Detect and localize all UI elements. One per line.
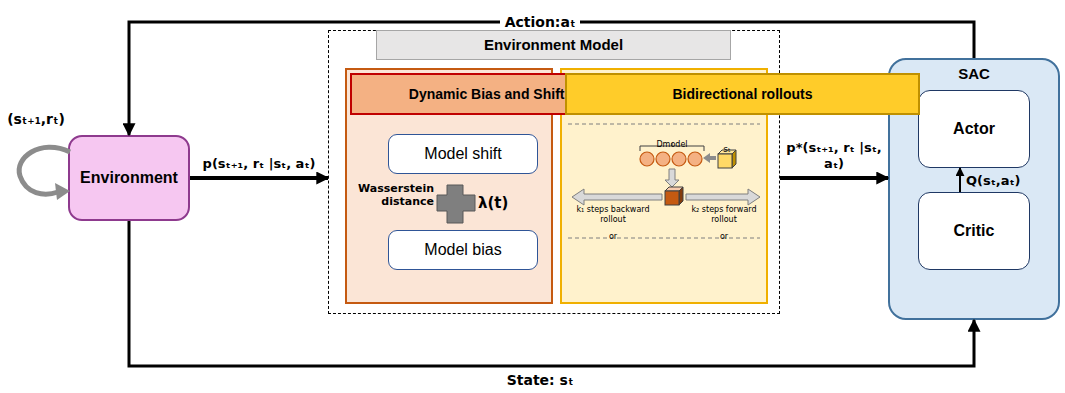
critic-box: Critic [918, 192, 1030, 270]
input-head [703, 153, 710, 163]
edge-label: p(sₜ₊₁, rₜ |sₜ, aₜ) [203, 156, 316, 172]
state-label: sₜ [723, 144, 730, 155]
model-circles [640, 152, 702, 166]
rollout-label: k₁ steps backward rollout [570, 205, 656, 225]
label-holder: State: sₜ [470, 371, 610, 389]
label-holder: p*(sₜ₊₁, rₜ |sₜ, aₜ) [783, 140, 885, 172]
panel-heading: Bidirectional rollouts [565, 73, 920, 115]
weight-label: λ(t) [478, 194, 508, 212]
connector-arrow [780, 176, 888, 180]
distance-label: Wasserstein distance [343, 182, 434, 208]
dashed-line [568, 124, 760, 125]
forward-arrow [686, 189, 760, 205]
edge-label: State: sₜ [507, 372, 574, 388]
connector-arrow [959, 168, 961, 192]
edge-label: Action:aₜ [500, 14, 581, 30]
self-loop-head [55, 183, 70, 200]
plus-symbol [437, 185, 475, 223]
model-region: Environment ModelDynamic Bias and Shift … [328, 30, 780, 314]
label-holder: k₂ steps forward rollout [684, 205, 764, 226]
label-holder: Wasserstein distance [343, 182, 434, 209]
label-holder: (sₜ₊₁,rₜ) [0, 110, 72, 128]
label-holder: Q(sₜ,aₜ) [966, 171, 1036, 189]
box-label: Model shift [424, 145, 501, 163]
label-holder: sₜ [714, 138, 740, 156]
box-label: Critic [954, 222, 995, 240]
start-cube [665, 187, 683, 205]
rollout-panel: Bidirectional rollouts [560, 68, 768, 304]
or-label: or [720, 232, 728, 242]
label-holder: p(sₜ₊₁, rₜ |sₜ, aₜ) [193, 154, 325, 172]
panel-heading: Environment Model [376, 30, 731, 60]
actor-box: Actor [918, 90, 1030, 168]
box-label: Actor [953, 120, 995, 138]
process-box: Model shift [388, 134, 538, 174]
label-holder: k₁ steps backward rollout [570, 205, 656, 226]
process-box: Model bias [388, 230, 538, 270]
edge-label: Q(sₜ,aₜ) [966, 173, 1020, 189]
label-holder: Action:aₜ [470, 13, 610, 31]
backward-arrow [572, 189, 662, 205]
label-holder: or [706, 225, 742, 243]
panel-heading: SAC [890, 60, 1058, 82]
dashed-line [568, 238, 760, 239]
or-label: or [609, 232, 617, 242]
connector-arrow [190, 176, 328, 180]
edge-label: p*(sₜ₊₁, rₜ |sₜ, aₜ) [783, 140, 885, 172]
box-label: Model bias [424, 241, 501, 259]
label-holder: Dmodel [640, 133, 704, 151]
connector-arrow [129, 221, 974, 366]
dataset-label: Dmodel [656, 140, 687, 150]
rollout-label: k₂ steps forward rollout [684, 205, 764, 225]
box-label: Environment [80, 169, 178, 187]
label-holder: or [595, 225, 631, 243]
loop-label: (sₜ₊₁,rₜ) [7, 111, 65, 128]
label-holder: λ(t) [478, 194, 518, 212]
connector-arrow [129, 22, 974, 135]
down-arrow [665, 169, 679, 187]
environment-box: Environment [68, 135, 190, 221]
